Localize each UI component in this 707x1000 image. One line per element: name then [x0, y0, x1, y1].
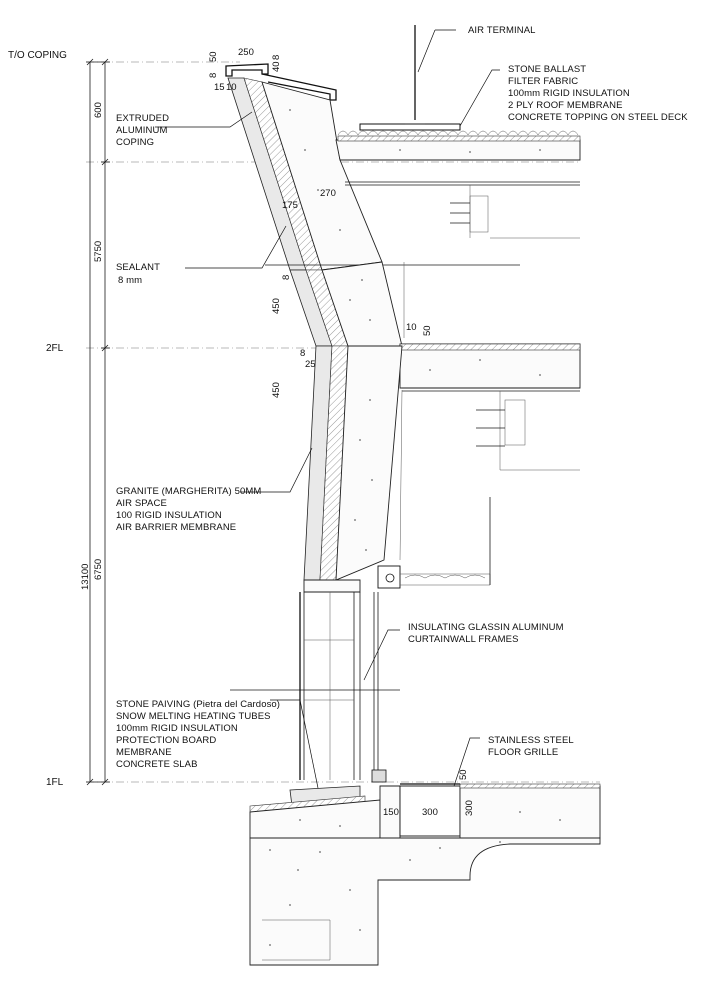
paving-build-up-line: MEMBRANE [116, 747, 172, 758]
roof-build-up-line: FILTER FABRIC [508, 76, 578, 87]
dim-8-top: 8 [271, 55, 282, 60]
coping-label-line: COPING [116, 137, 154, 148]
wall-build-up-line: AIR SPACE [116, 498, 167, 509]
paving-build-up-label: STONE PAIVING (Pietra del Cardoso) SNOW … [116, 699, 280, 770]
mid-wall [289, 261, 581, 471]
sealant-label-line: 8 mm [118, 275, 142, 286]
sealant-label: SEALANT 8 mm [116, 262, 160, 286]
sealant-label-line: SEALANT [116, 262, 160, 273]
level-top-coping: T/O COPING [8, 50, 67, 61]
dim-250: 250 [238, 47, 254, 58]
paving-build-up-line: CONCRETE SLAB [116, 759, 198, 770]
roof-build-up-line: 2 PLY ROOF MEMBRANE [508, 100, 623, 111]
wall-build-up-line: GRANITE (MARGHERITA) 50MM [116, 486, 261, 497]
lower-wall [303, 345, 491, 593]
dim-8-a: 8 [208, 73, 219, 78]
dim-15: 15 [214, 82, 225, 93]
floor-grille-label-line: FLOOR GRILLE [488, 747, 558, 758]
curtainwall-label: INSULATING GLASSIN ALUMINUM CURTAINWALL … [408, 622, 564, 645]
dim-25: 25 [305, 359, 316, 370]
dim-300-vert: 300 [464, 800, 475, 816]
level-1fl: 1FL [46, 777, 64, 788]
dim-40: 40 [271, 61, 282, 72]
dim-13100: 13100 [80, 564, 91, 590]
parapet-and-coping [225, 25, 581, 271]
wall-build-up-line: 100 RIGID INSULATION [116, 510, 222, 521]
coping-label: EXTRUDED ALUMINUM COPING [116, 113, 169, 148]
roof-build-up-label: STONE BALLAST FILTER FABRIC 100mm RIGID … [508, 64, 688, 123]
roof-build-up-line: STONE BALLAST [508, 64, 586, 75]
roof-build-up-line: 100mm RIGID INSULATION [508, 88, 630, 99]
dim-5750: 5750 [93, 241, 104, 262]
dim-10-floor: 10 [406, 322, 417, 333]
ground-floor [249, 783, 601, 966]
dim-6750: 6750 [93, 559, 104, 580]
dim-50-floor: 50 [422, 325, 433, 336]
dim-600: 600 [93, 102, 104, 118]
dim-8-mid: 8 [300, 348, 305, 359]
dim-10-a: 10 [226, 82, 237, 93]
air-terminal-label: AIR TERMINAL [468, 25, 536, 36]
dim-450-lower: 450 [271, 382, 282, 398]
paving-build-up-line: STONE PAIVING (Pietra del Cardoso) [116, 699, 280, 710]
dim-50-grille: 50 [458, 769, 469, 780]
overall-dimension-lines [86, 58, 110, 786]
dim-150: 150 [383, 807, 399, 818]
floor-grille-label-line: STAINLESS STEEL [488, 735, 574, 746]
curtainwall-label-line: CURTAINWALL FRAMES [408, 634, 519, 645]
paving-build-up-line: SNOW MELTING HEATING TUBES [116, 711, 271, 722]
dim-450-upper: 450 [271, 298, 282, 314]
floor-grille-label: STAINLESS STEEL FLOOR GRILLE [488, 735, 574, 758]
dim-270: 270 [320, 188, 336, 199]
coping-label-line: EXTRUDED [116, 113, 169, 124]
paving-build-up-line: PROTECTION BOARD [116, 735, 216, 746]
wall-build-up-line: AIR BARRIER MEMBRANE [116, 522, 236, 533]
paving-build-up-line: 100mm RIGID INSULATION [116, 723, 238, 734]
curtainwall [299, 592, 387, 783]
dim-8-sealant: 8 [281, 275, 292, 280]
leader-lines [155, 29, 500, 789]
wall-build-up-label: GRANITE (MARGHERITA) 50MM AIR SPACE 100 … [116, 486, 261, 533]
dim-50-top: 50 [208, 51, 219, 62]
level-2fl: 2FL [46, 343, 64, 354]
dim-175: 175 [282, 200, 298, 211]
curtainwall-label-line: INSULATING GLASSIN ALUMINUM [408, 622, 564, 633]
break-lines [230, 264, 520, 691]
concrete-texture [289, 109, 541, 551]
coping-label-line: ALUMINUM [116, 125, 167, 136]
roof-build-up-line: CONCRETE TOPPING ON STEEL DECK [508, 112, 688, 123]
dim-300-grille: 300 [422, 807, 438, 818]
